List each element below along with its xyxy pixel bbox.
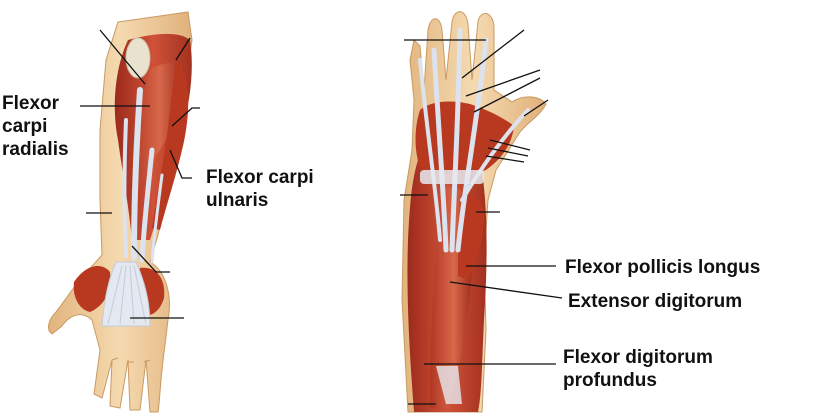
label-flexor-digitorum-profundus: Flexor digitorum profundus <box>563 347 713 391</box>
right-lower-tendon <box>436 366 462 404</box>
label-flexor-pollicis-longus: Flexor pollicis longus <box>565 257 761 278</box>
leader-finger-b <box>465 69 541 97</box>
left-elbow-bone <box>125 37 151 79</box>
leader-lines <box>80 29 563 405</box>
left-finger-creases <box>111 357 151 363</box>
label-extensor-digitorum: Extensor digitorum <box>568 291 743 312</box>
leader-thumb <box>523 99 549 117</box>
left-palmar-aponeurosis <box>101 261 151 327</box>
leader-wrist <box>131 245 170 273</box>
flexor-carpi-radialis-muscle <box>130 63 185 190</box>
leader-elbow <box>99 29 146 85</box>
leader-top-right <box>175 37 191 61</box>
leader-hand-1 <box>489 139 531 151</box>
left-aponeurosis-fibers <box>107 265 147 325</box>
leader-extensor-digitorum <box>449 281 563 299</box>
left-forearm <box>48 11 193 413</box>
label-flexor-carpi-radialis: Flexor carpi radialis <box>2 93 69 160</box>
leader-finger-a <box>461 29 525 79</box>
right-forearm <box>401 11 547 413</box>
label-flexor-carpi-ulnaris: Flexor carpi ulnaris <box>206 167 314 211</box>
leader-hand-3 <box>485 155 525 163</box>
leader-flexor-carpi-ulnaris <box>169 149 192 179</box>
leader-finger-c <box>473 77 541 113</box>
leader-hand-2 <box>487 147 529 157</box>
left-thenar-muscle <box>73 266 111 312</box>
left-tendons <box>122 87 164 264</box>
leader-upper-right <box>171 107 200 127</box>
right-tendons <box>418 27 530 253</box>
right-retinaculum <box>420 170 484 184</box>
